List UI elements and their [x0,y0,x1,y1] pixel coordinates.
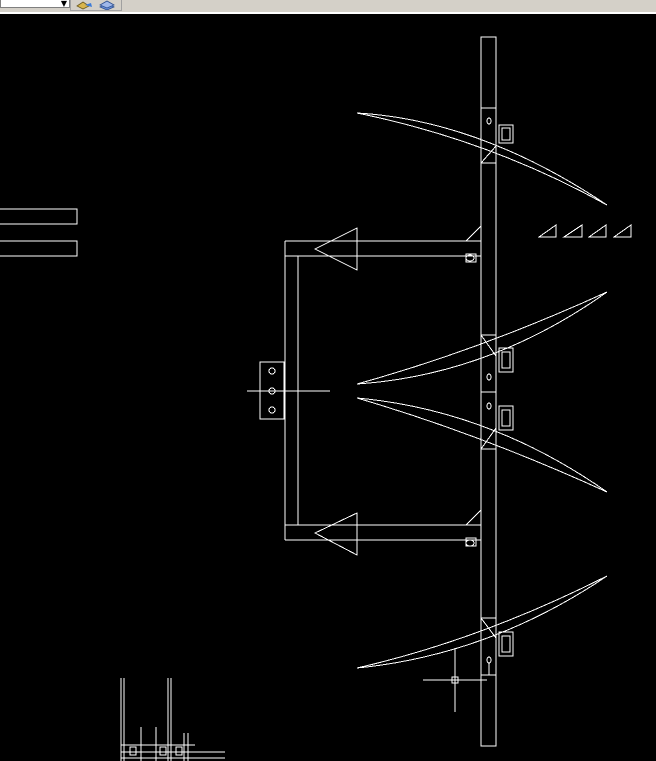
layer-dropdown[interactable]: ▼ [0,0,70,8]
middle-bracket-lower [480,391,514,450]
toolbar-button-group [70,0,122,11]
cad-drawing-canvas[interactable] [0,15,656,761]
middle-upper-blade [356,291,608,385]
bottom-blade [356,575,608,669]
top-bracket [480,107,514,164]
toolbar-separator [0,12,656,14]
chevron-down-icon[interactable]: ▼ [60,0,68,8]
middle-lower-blade [356,397,608,493]
top-blade [356,112,608,206]
clamp-plate [247,361,330,420]
bottom-bracket [480,617,514,676]
layer-state-icon[interactable] [73,0,95,10]
middle-bracket-upper [480,334,514,393]
bottom-left-detail [120,678,225,761]
lower-arm [285,508,482,556]
layer-stack-icon[interactable] [96,0,118,10]
crosshair-cursor [423,648,487,712]
upper-arm [285,224,482,271]
left-fragment-rects [0,208,78,257]
triangle-markers [537,224,632,238]
